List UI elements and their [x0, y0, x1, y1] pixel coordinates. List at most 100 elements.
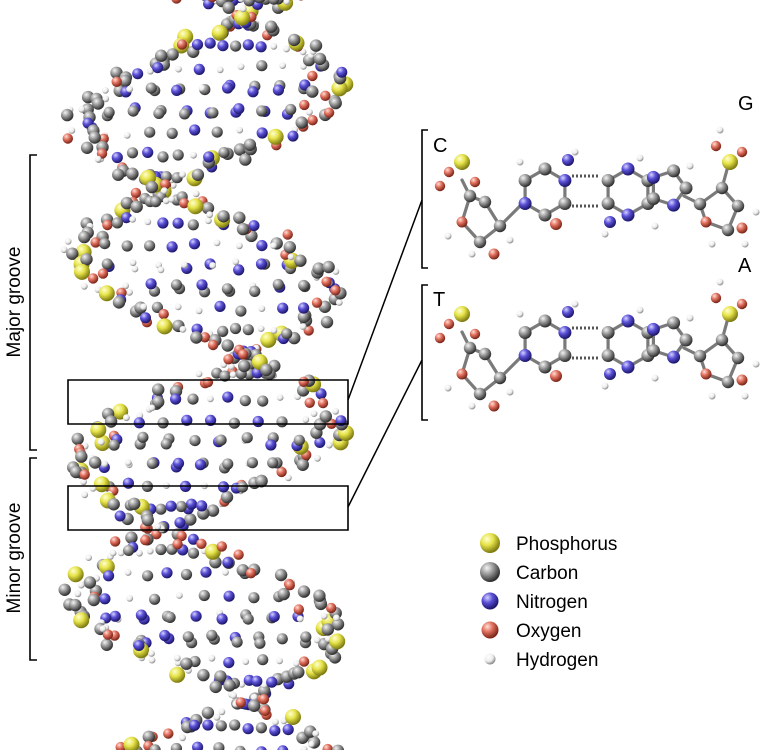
hydrogen-atom	[306, 108, 313, 116]
nitrogen-atom	[242, 723, 254, 735]
carbon-atom	[222, 1, 235, 14]
hydrogen-atom	[516, 310, 524, 318]
hydrogen-atom	[752, 208, 760, 216]
hydrogen-atom	[283, 45, 290, 53]
nitrogen-atom	[109, 610, 121, 622]
hydrogen-atom	[179, 171, 186, 178]
carbon-atom	[142, 730, 155, 743]
nitrogen-atom	[170, 393, 182, 405]
carbon-atom	[221, 283, 233, 295]
oxygen-atom-icon	[481, 621, 499, 639]
nitrogen-atom	[191, 39, 204, 51]
hydrogen-atom	[179, 734, 187, 742]
carbon-atom	[234, 745, 246, 750]
dna-double-helix-model	[58, 0, 354, 750]
hydrogen-atom	[94, 155, 102, 163]
carbon-atom	[329, 96, 342, 110]
hydrogen-atom	[258, 305, 266, 312]
nitrogen-atom	[135, 609, 147, 621]
hydrogen-atom	[213, 239, 221, 247]
carbon-atom	[66, 247, 79, 260]
carbon-atom	[155, 503, 167, 515]
nitrogen-atom	[518, 349, 532, 362]
hydrogen-atom	[123, 131, 131, 139]
nitrogen-atom	[268, 611, 280, 623]
nitrogen-atom-icon	[481, 592, 499, 610]
carbon-atom	[243, 138, 257, 151]
nitrogen-atom	[558, 326, 572, 339]
nitrogen-atom	[133, 417, 145, 429]
carbon-atom	[83, 576, 97, 589]
hydrogen-atom	[144, 218, 152, 226]
legend-label-hydrogen: Hydrogen	[516, 650, 598, 671]
base-label-g: G	[738, 93, 754, 115]
hydrogen-atom	[741, 240, 749, 248]
carbon-atom	[257, 395, 269, 407]
zoom-line-upper	[347, 199, 423, 401]
nitrogen-atom	[562, 154, 574, 166]
base-label-c: C	[433, 135, 447, 157]
carbon-atom	[255, 475, 268, 488]
oxygen-atom	[79, 469, 90, 480]
hydrogen-atom	[708, 240, 716, 248]
hydrogen-atom	[157, 266, 165, 274]
hydrogen-atom	[287, 253, 295, 261]
hydrogen-atom	[272, 718, 279, 726]
carbon-atom	[217, 210, 230, 223]
phosphorus-atom	[187, 198, 204, 215]
oxygen-atom	[456, 368, 468, 380]
nitrogen-atom	[621, 162, 635, 176]
oxygen-atom	[111, 76, 122, 88]
carbon-atom	[78, 230, 91, 244]
carbon-atom	[142, 570, 154, 582]
oxygen-atom	[97, 268, 109, 279]
oxygen-atom	[293, 604, 304, 615]
nitrogen-atom	[185, 498, 198, 510]
carbon-atom	[276, 633, 288, 645]
minor-groove-bracket	[29, 457, 37, 661]
phosphorus-atom	[211, 24, 228, 41]
hydrogen-atom	[140, 303, 148, 311]
nitrogen-atom	[277, 745, 289, 750]
base-pair-highlight-box-lower	[67, 485, 349, 531]
nitrogen-atom	[247, 86, 259, 98]
oxygen-atom	[172, 539, 183, 550]
carbon-atom	[80, 141, 94, 154]
hydrogen-atom	[124, 569, 132, 576]
carbon-atom	[215, 720, 227, 732]
carbon-atom	[233, 143, 247, 156]
carbon-atom	[319, 410, 332, 423]
oxygen-atom	[469, 328, 481, 340]
hydrogen-atom	[176, 592, 183, 599]
carbon-atom	[166, 127, 178, 139]
carbon-atom	[87, 593, 101, 607]
hydrogen-atom	[131, 265, 139, 273]
phosphorus-atom	[123, 736, 140, 750]
hydrogen-atom	[236, 242, 243, 250]
nitrogen-atom	[193, 63, 205, 75]
nitrogen-atom	[667, 198, 681, 212]
carbon-atom	[493, 371, 507, 385]
hydrogen-atom	[651, 374, 659, 382]
carbon-atom	[518, 326, 532, 339]
carbon-atom	[230, 40, 242, 52]
oxygen-atom	[140, 534, 151, 546]
oxygen-atom	[299, 99, 310, 111]
oxygen-atom	[434, 332, 446, 344]
carbon-atom	[463, 189, 477, 203]
carbon-atom	[120, 196, 134, 210]
nitrogen-atom	[214, 300, 226, 312]
carbon-atom	[119, 74, 132, 88]
hydrogen-atom	[238, 681, 246, 688]
oxygen-atom	[176, 39, 188, 50]
carbon-atom	[217, 325, 229, 337]
nitrogen-atom	[133, 640, 145, 651]
hydrogen-atom	[571, 148, 579, 156]
phosphorus-atom	[98, 285, 115, 302]
carbon-atom	[721, 223, 735, 237]
major-groove-label: Major groove	[4, 247, 25, 358]
hydrogen-atom	[237, 63, 245, 70]
carbon-atom	[229, 322, 242, 335]
oxygen-atom	[736, 222, 748, 234]
cytosine-guanine-pair-model	[434, 126, 760, 260]
